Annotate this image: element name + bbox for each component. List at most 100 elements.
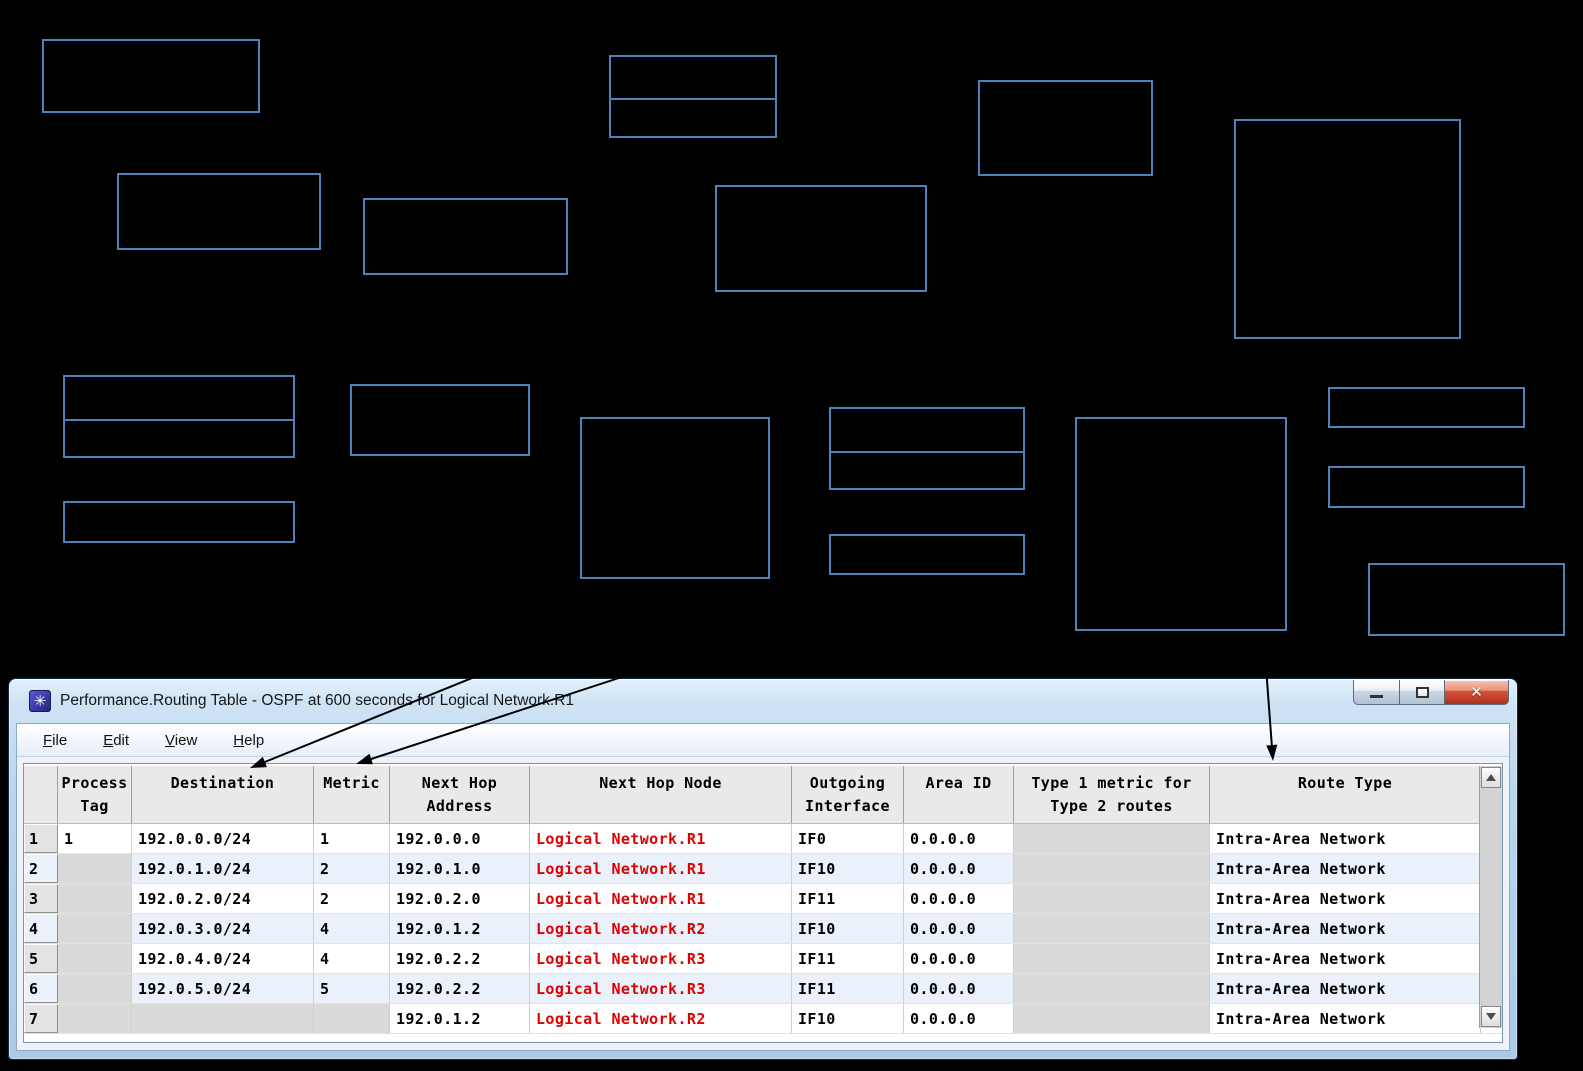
diagram-box bbox=[829, 534, 1025, 575]
cell-destination: 192.0.1.0/24 bbox=[132, 854, 314, 883]
scroll-down-button[interactable] bbox=[1481, 1006, 1501, 1027]
diagram-box bbox=[42, 39, 260, 113]
cell-route_type: Intra-Area Network bbox=[1210, 854, 1481, 883]
cell-type1_metric bbox=[1014, 824, 1210, 853]
maximize-button[interactable] bbox=[1399, 680, 1445, 705]
caption-buttons: ✕ bbox=[1353, 680, 1509, 705]
cell-metric: 2 bbox=[314, 854, 390, 883]
column-header-outgoing_interface: Outgoing Interface bbox=[792, 766, 904, 823]
cell-process_tag: 1 bbox=[58, 824, 132, 853]
cell-route_type: Intra-Area Network bbox=[1210, 884, 1481, 913]
cell-area_id: 0.0.0.0 bbox=[904, 914, 1014, 943]
cell-route_type: Intra-Area Network bbox=[1210, 824, 1481, 853]
cell-metric: 2 bbox=[314, 884, 390, 913]
close-button[interactable]: ✕ bbox=[1445, 680, 1509, 705]
cell-type1_metric bbox=[1014, 914, 1210, 943]
diagram-box-divider bbox=[65, 419, 293, 421]
cell-process_tag bbox=[58, 854, 132, 883]
cell-process_tag bbox=[58, 974, 132, 1003]
cell-area_id: 0.0.0.0 bbox=[904, 824, 1014, 853]
diagram-box bbox=[1328, 466, 1525, 508]
routing-table-window: ✳ Performance.Routing Table - OSPF at 60… bbox=[8, 678, 1518, 1060]
diagram-box bbox=[350, 384, 530, 456]
cell-outgoing_interface: IF11 bbox=[792, 884, 904, 913]
minimize-button[interactable] bbox=[1353, 680, 1399, 705]
diagram-box-divider bbox=[831, 451, 1023, 453]
cell-destination: 192.0.2.0/24 bbox=[132, 884, 314, 913]
cell-type1_metric bbox=[1014, 854, 1210, 883]
diagram-box bbox=[1368, 563, 1565, 636]
menu-item-file[interactable]: File bbox=[43, 731, 68, 749]
row-number: 6 bbox=[24, 974, 58, 1003]
menu-item-view[interactable]: View bbox=[165, 731, 198, 749]
diagram-box bbox=[829, 407, 1025, 490]
cell-next_hop_address: 192.0.2.2 bbox=[390, 944, 530, 973]
cell-process_tag bbox=[58, 914, 132, 943]
cell-metric: 4 bbox=[314, 914, 390, 943]
column-header-next_hop_node: Next Hop Node bbox=[530, 766, 792, 823]
diagram-box bbox=[1234, 119, 1461, 339]
scroll-up-icon bbox=[1486, 774, 1496, 781]
cell-route_type: Intra-Area Network bbox=[1210, 1004, 1481, 1033]
cell-next_hop_address: 192.0.2.0 bbox=[390, 884, 530, 913]
diagram-box bbox=[580, 417, 770, 579]
cell-destination: 192.0.4.0/24 bbox=[132, 944, 314, 973]
cell-outgoing_interface: IF0 bbox=[792, 824, 904, 853]
cell-outgoing_interface: IF10 bbox=[792, 914, 904, 943]
cell-area_id: 0.0.0.0 bbox=[904, 884, 1014, 913]
row-number: 7 bbox=[24, 1004, 58, 1033]
diagram-box bbox=[715, 185, 927, 292]
cell-metric: 5 bbox=[314, 974, 390, 1003]
cell-next_hop_node: Logical Network.R3 bbox=[530, 944, 792, 973]
cell-destination: 192.0.5.0/24 bbox=[132, 974, 314, 1003]
column-header-metric: Metric bbox=[314, 766, 390, 823]
cell-destination bbox=[132, 1004, 314, 1033]
vertical-scrollbar[interactable] bbox=[1479, 766, 1502, 1028]
cell-next_hop_address: 192.0.2.2 bbox=[390, 974, 530, 1003]
cell-outgoing_interface: IF11 bbox=[792, 974, 904, 1003]
scroll-up-button[interactable] bbox=[1481, 767, 1501, 788]
cell-next_hop_address: 192.0.1.2 bbox=[390, 1004, 530, 1033]
cell-process_tag bbox=[58, 884, 132, 913]
cell-area_id: 0.0.0.0 bbox=[904, 944, 1014, 973]
diagram-box bbox=[63, 501, 295, 543]
cell-area_id: 0.0.0.0 bbox=[904, 1004, 1014, 1033]
cell-route_type: Intra-Area Network bbox=[1210, 974, 1481, 1003]
cell-type1_metric bbox=[1014, 884, 1210, 913]
menu-item-help[interactable]: Help bbox=[233, 731, 265, 749]
app-icon: ✳ bbox=[29, 690, 51, 712]
diagram-box bbox=[1328, 387, 1525, 428]
cell-route_type: Intra-Area Network bbox=[1210, 944, 1481, 973]
column-header-type1_metric: Type 1 metric for Type 2 routes bbox=[1014, 766, 1210, 823]
diagram-box bbox=[117, 173, 321, 250]
diagram-box bbox=[1075, 417, 1287, 631]
row-number: 4 bbox=[24, 914, 58, 943]
diagram-box bbox=[63, 375, 295, 458]
close-icon: ✕ bbox=[1470, 683, 1483, 701]
cell-next_hop_address: 192.0.0.0 bbox=[390, 824, 530, 853]
title-bar[interactable]: ✳ Performance.Routing Table - OSPF at 60… bbox=[9, 679, 1517, 723]
cell-next_hop_node: Logical Network.R3 bbox=[530, 974, 792, 1003]
column-header-process_tag: Process Tag bbox=[58, 766, 132, 823]
cell-outgoing_interface: IF10 bbox=[792, 1004, 904, 1033]
cell-area_id: 0.0.0.0 bbox=[904, 974, 1014, 1003]
scroll-down-icon bbox=[1486, 1013, 1496, 1020]
menu-item-edit[interactable]: Edit bbox=[103, 731, 130, 749]
cell-type1_metric bbox=[1014, 1004, 1210, 1033]
cell-type1_metric bbox=[1014, 974, 1210, 1003]
diagram-box bbox=[609, 55, 777, 138]
cell-next_hop_node: Logical Network.R2 bbox=[530, 914, 792, 943]
row-number: 3 bbox=[24, 884, 58, 913]
maximize-icon bbox=[1415, 686, 1429, 698]
row-number: 2 bbox=[24, 854, 58, 883]
menu-bar: File Edit View Help bbox=[17, 724, 1509, 757]
row-number: 1 bbox=[24, 824, 58, 853]
